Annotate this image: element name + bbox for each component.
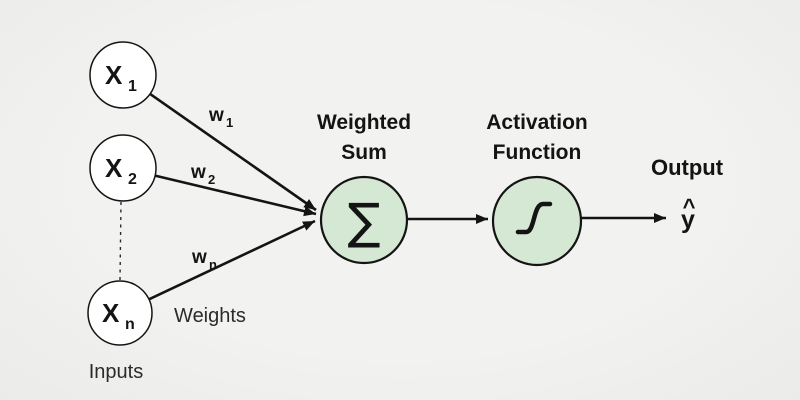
edge-x1-to-sum bbox=[122, 73, 317, 212]
node-activation-function bbox=[491, 175, 583, 267]
sigma-symbol: ∑ bbox=[347, 193, 380, 250]
node-input-xn bbox=[87, 280, 153, 346]
label-w2-base: w bbox=[190, 162, 206, 183]
label-w2-sub: 2 bbox=[208, 172, 215, 187]
node-weighted-sum bbox=[319, 175, 409, 265]
label-wn-sub: n bbox=[209, 257, 217, 272]
edge-xn-to-sum bbox=[119, 219, 316, 315]
activation-title-line1: Activation bbox=[486, 111, 588, 134]
edge-x2-to-xn-dashed bbox=[119, 201, 122, 281]
label-xn-sub: n bbox=[125, 316, 135, 333]
label-x2-base: X bbox=[105, 153, 123, 183]
weighted-sum-title-line1: Weighted bbox=[317, 111, 411, 134]
inputs-group-label: Inputs bbox=[89, 361, 143, 383]
label-x2-sub: 2 bbox=[128, 171, 137, 188]
activation-title-line2: Function bbox=[493, 141, 582, 164]
sigmoid-curve-icon bbox=[515, 201, 553, 235]
node-input-x1 bbox=[89, 41, 157, 109]
label-wn-base: w bbox=[191, 247, 207, 268]
output-value-hat: ^ bbox=[683, 194, 696, 219]
label-x1-sub: 1 bbox=[128, 78, 137, 95]
weights-group-label: Weights bbox=[174, 305, 246, 327]
output-title: Output bbox=[651, 155, 724, 180]
label-w1-base: w bbox=[208, 105, 224, 126]
label-xn-base: X bbox=[102, 298, 120, 328]
label-w1-sub: 1 bbox=[226, 115, 233, 130]
output-value-y: y bbox=[681, 206, 695, 234]
label-x1-base: X bbox=[105, 60, 123, 90]
node-input-x2 bbox=[89, 134, 157, 202]
weighted-sum-title-line2: Sum bbox=[341, 141, 387, 164]
